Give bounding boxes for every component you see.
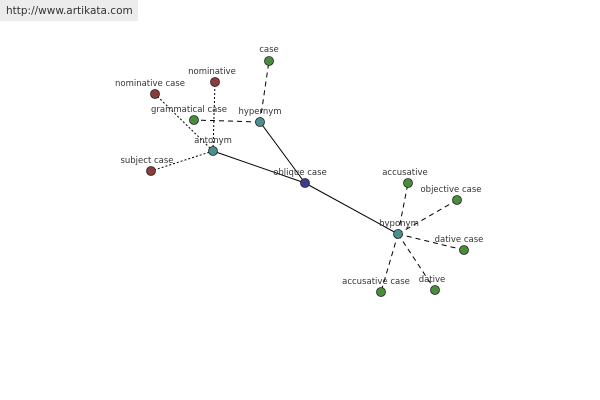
edge-oblique-case-to-antonym [212,150,306,184]
edge-hyponym-to-dative-case [397,233,465,251]
node-objective-case[interactable]: objective case [420,185,482,205]
watermark-box: http://www.artikata.com [0,0,138,21]
edge-oblique-case-to-hyponym [304,182,399,235]
edge-hyponym-to-dative [397,233,436,291]
node-label-grammatical-case[interactable]: grammatical case [151,105,227,115]
node-antonym[interactable]: antonym [194,136,232,156]
node-dot-accusative[interactable] [403,178,413,188]
node-dot-nominative-case[interactable] [150,89,160,99]
edge-hyponym-to-objective-case [397,199,458,235]
node-label-dative-case[interactable]: dative case [435,235,484,245]
node-oblique-case[interactable]: oblique case [273,168,327,188]
edge-hypernym-to-grammatical-case [193,119,261,123]
node-label-objective-case[interactable]: objective case [420,185,481,195]
node-dot-dative-case[interactable] [459,245,469,255]
node-case[interactable]: case [259,45,279,66]
watermark-url[interactable]: http://www.artikata.com [6,4,133,17]
node-label-nominative-case[interactable]: nominative case [115,79,185,89]
graph-nodes: oblique case hypernym antonym hyponym case gr… [115,45,483,297]
node-label-accusative[interactable]: accusative [382,168,428,178]
node-nominative[interactable]: nominative [188,67,236,87]
node-label-hyponym[interactable]: hyponym [379,219,419,229]
node-accusative[interactable]: accusative [382,168,428,188]
edge-antonym-to-nominative-case [154,93,214,152]
node-dot-case[interactable] [264,56,274,66]
node-dot-antonym[interactable] [208,146,218,156]
node-label-accusative-case[interactable]: accusative case [342,277,410,287]
node-label-subject-case[interactable]: subject case [120,156,173,166]
node-dot-grammatical-case[interactable] [189,115,199,125]
node-dot-nominative[interactable] [210,77,220,87]
node-dot-oblique-case[interactable] [300,178,310,188]
graph-edges [150,60,465,293]
node-hyponym[interactable]: hyponym [379,219,419,239]
node-dot-dative[interactable] [430,285,440,295]
node-subject-case[interactable]: subject case [120,156,174,176]
node-accusative-case[interactable]: accusative case [342,277,410,297]
node-label-antonym[interactable]: antonym [194,136,232,146]
node-dot-objective-case[interactable] [452,195,462,205]
node-dative[interactable]: dative [419,275,446,295]
node-dot-subject-case[interactable] [146,166,156,176]
node-dot-hypernym[interactable] [255,117,265,127]
edge-hyponym-to-accusative-case [380,233,399,293]
node-dative-case[interactable]: dative case [435,235,484,255]
node-dot-accusative-case[interactable] [376,287,386,297]
node-label-nominative[interactable]: nominative [188,67,236,77]
node-hypernym[interactable]: hypernym [238,107,282,127]
edge-antonym-to-nominative [212,81,216,152]
edge-antonym-to-subject-case [150,150,214,172]
node-nominative-case[interactable]: nominative case [115,79,185,99]
node-grammatical-case[interactable]: grammatical case [151,105,227,125]
edge-hypernym-to-case [259,60,270,123]
node-label-hypernym[interactable]: hypernym [238,107,281,117]
node-label-dative[interactable]: dative [419,275,446,285]
node-dot-hyponym[interactable] [393,229,403,239]
edge-oblique-case-to-hypernym [259,121,306,184]
node-label-oblique-case[interactable]: oblique case [273,168,327,178]
node-label-case[interactable]: case [259,45,279,55]
